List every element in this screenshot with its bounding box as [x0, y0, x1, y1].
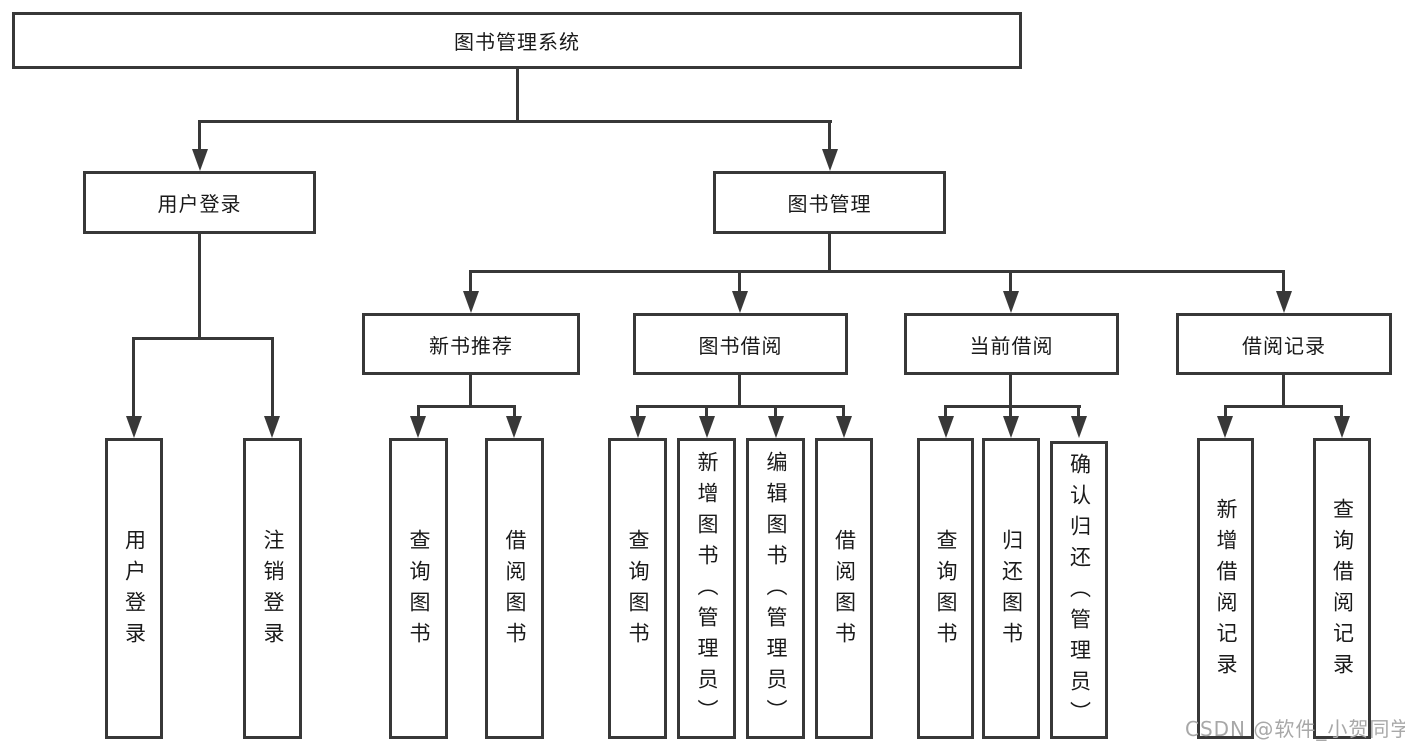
leaf-user-login: 用户登录: [105, 438, 163, 739]
connector-l2-hline: [198, 120, 832, 123]
connector-l3-hline: [469, 270, 1285, 273]
connector-stem: [513, 405, 516, 419]
node-current-borrow: 当前借阅: [904, 313, 1119, 375]
connector-stem: [1224, 405, 1227, 419]
connector-stem: [417, 405, 420, 419]
connector-stem: [705, 405, 708, 419]
leaf-borrow-books-recommend: 借阅图书: [485, 438, 544, 739]
connector-stem: [842, 405, 845, 419]
arrowhead-down: [410, 416, 426, 438]
connector-stem: [1282, 270, 1285, 294]
node-new-book-recommend: 新书推荐: [362, 313, 580, 375]
connector-root-stem: [516, 66, 519, 123]
arrowhead-down: [1334, 416, 1350, 438]
arrowhead-down: [1276, 291, 1292, 313]
leaf-add-books-admin: 新增图书（管理员）: [677, 438, 736, 739]
connector-stem: [469, 375, 472, 408]
leaf-return-books: 归还图书: [982, 438, 1040, 739]
connector-userlogin-stem: [198, 234, 201, 340]
connector-stem: [1009, 270, 1012, 294]
arrowhead-down: [506, 416, 522, 438]
arrowhead-down: [699, 416, 715, 438]
connector-hline: [636, 405, 845, 408]
connector-stem: [738, 270, 741, 294]
node-user-login: 用户登录: [83, 171, 316, 234]
arrowhead-down: [938, 416, 954, 438]
arrowhead-down: [836, 416, 852, 438]
arrowhead-down: [768, 416, 784, 438]
leaf-confirm-return-admin: 确认归还（管理员）: [1050, 441, 1108, 739]
connector-hline: [1224, 405, 1343, 408]
arrowhead-down: [264, 416, 280, 438]
connector-stem: [636, 405, 639, 419]
leaf-query-books-current: 查询图书: [917, 438, 974, 739]
leaf-borrow-books: 借阅图书: [815, 438, 873, 739]
node-borrow-records: 借阅记录: [1176, 313, 1392, 375]
arrowhead-down: [1003, 416, 1019, 438]
arrowhead-down: [192, 149, 208, 171]
connector-stem: [1077, 405, 1080, 419]
node-book-management: 图书管理: [713, 171, 946, 234]
node-book-borrow: 图书借阅: [633, 313, 848, 375]
connector-userlogin-hline: [132, 337, 274, 340]
leaf-edit-books-admin: 编辑图书（管理员）: [746, 438, 805, 739]
arrowhead-down: [630, 416, 646, 438]
arrowhead-down: [1071, 416, 1087, 438]
arrowhead-down: [126, 416, 142, 438]
connector-stem: [738, 375, 741, 408]
connector-stem: [944, 405, 947, 419]
connector-stem: [1282, 375, 1285, 408]
connector-bookmgmt-stem: [828, 234, 831, 273]
node-root: 图书管理系统: [12, 12, 1022, 69]
connector-stem: [1009, 405, 1012, 419]
connector-stem: [774, 405, 777, 419]
arrowhead-down: [463, 291, 479, 313]
leaf-add-borrow-record: 新增借阅记录: [1197, 438, 1254, 739]
leaf-query-books-borrow: 查询图书: [608, 438, 667, 739]
arrowhead-down: [732, 291, 748, 313]
connector-stem: [1340, 405, 1343, 419]
connector-hline: [944, 405, 1081, 408]
connector-stem: [271, 337, 274, 419]
watermark: CSDN @软件_小贺同学: [1185, 717, 1405, 741]
connector-hline: [417, 405, 516, 408]
arrowhead-down: [822, 149, 838, 171]
connector-l2-stem-right: [828, 120, 831, 152]
connector-stem: [1009, 375, 1012, 408]
connector-l2-stem-left: [198, 120, 201, 152]
connector-stem: [132, 337, 135, 419]
arrowhead-down: [1217, 416, 1233, 438]
leaf-query-books-recommend: 查询图书: [389, 438, 448, 739]
connector-stem: [469, 270, 472, 294]
leaf-logout: 注销登录: [243, 438, 302, 739]
leaf-query-borrow-record: 查询借阅记录: [1313, 438, 1371, 739]
arrowhead-down: [1003, 291, 1019, 313]
